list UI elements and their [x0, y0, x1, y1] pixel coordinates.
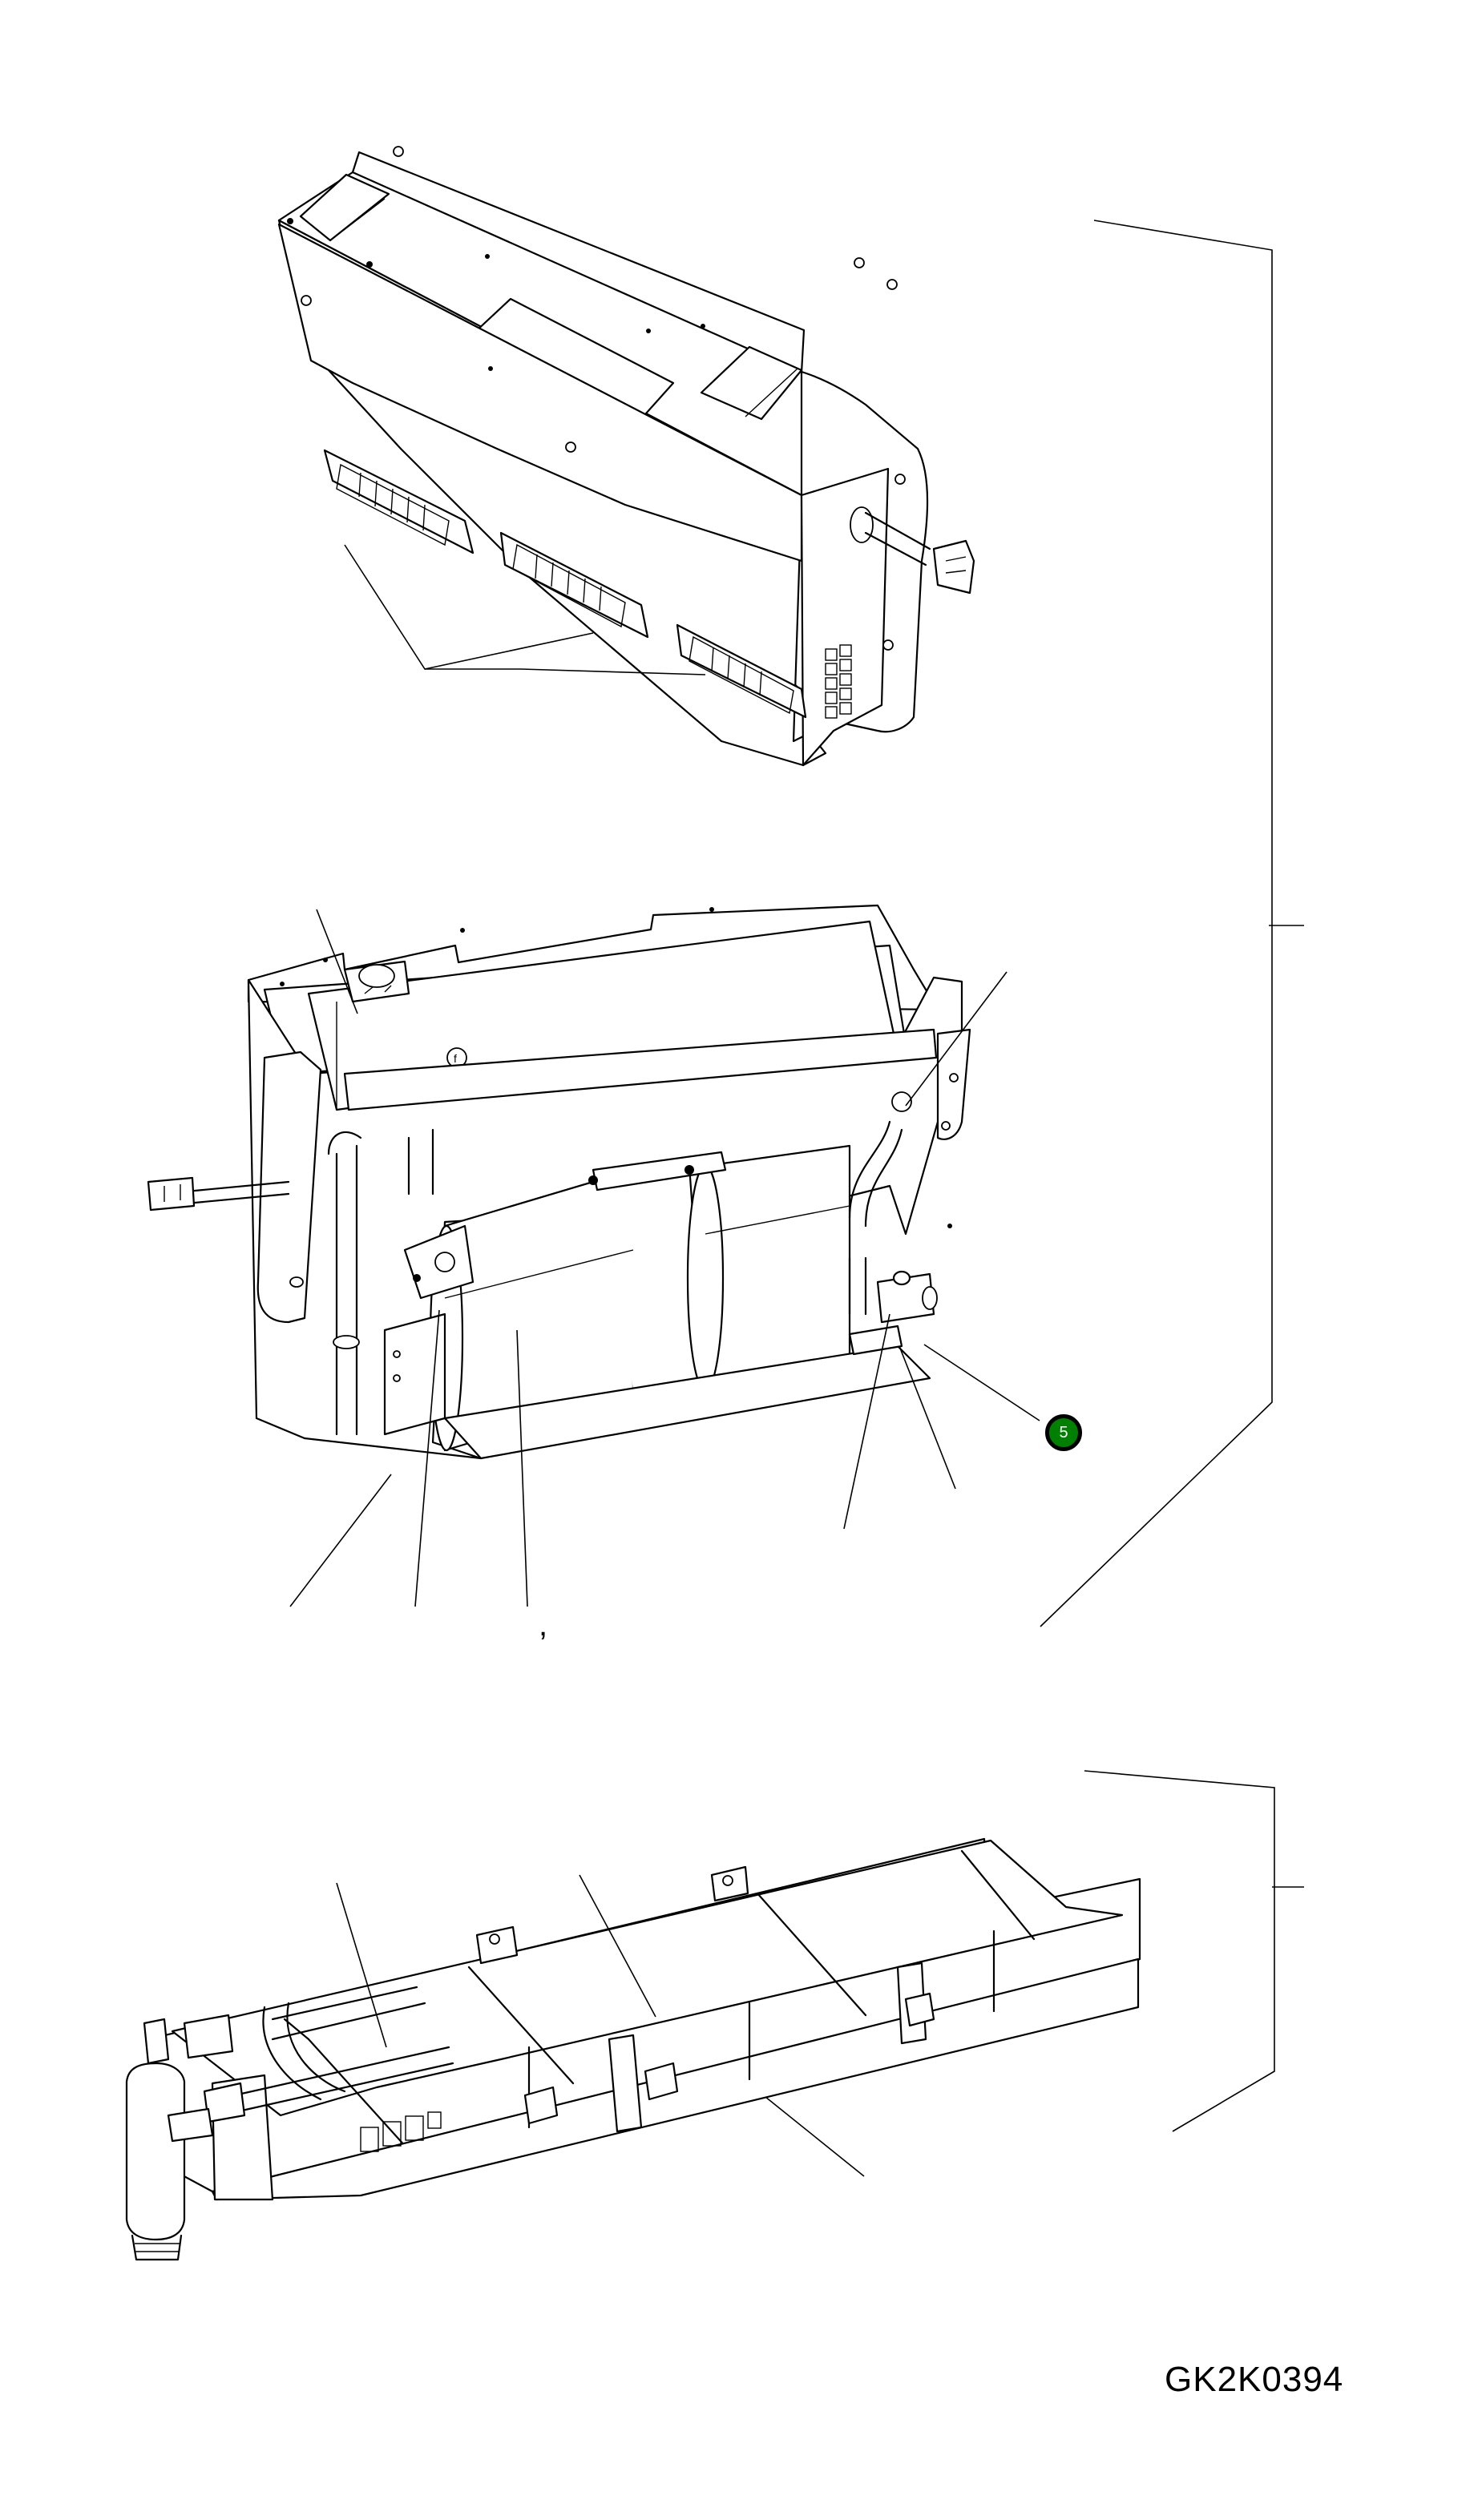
group-bracket-upper [1040, 220, 1304, 1627]
figure-id: GK2K0394 [1165, 2360, 1344, 2399]
air-vent-left [323, 449, 474, 554]
air-vent-center [499, 531, 649, 639]
air-vent-right [676, 623, 807, 719]
callout-5-label: 5 [1059, 1423, 1068, 1441]
blower-assembly: f [147, 904, 1040, 1607]
side-grille [825, 644, 852, 719]
housing-assembly [277, 146, 975, 767]
group-bracket-lower [1084, 1770, 1304, 2132]
blower-harness-connector [147, 1176, 290, 1212]
svg-text:f: f [454, 1052, 457, 1065]
callout-5[interactable]: 5 [1045, 1414, 1082, 1451]
receiver-drier [125, 2014, 246, 2261]
evaporator-assembly [125, 1837, 1141, 2261]
stray-comma-mark: , [539, 1607, 548, 1643]
wiring-harness-connector [850, 506, 975, 595]
